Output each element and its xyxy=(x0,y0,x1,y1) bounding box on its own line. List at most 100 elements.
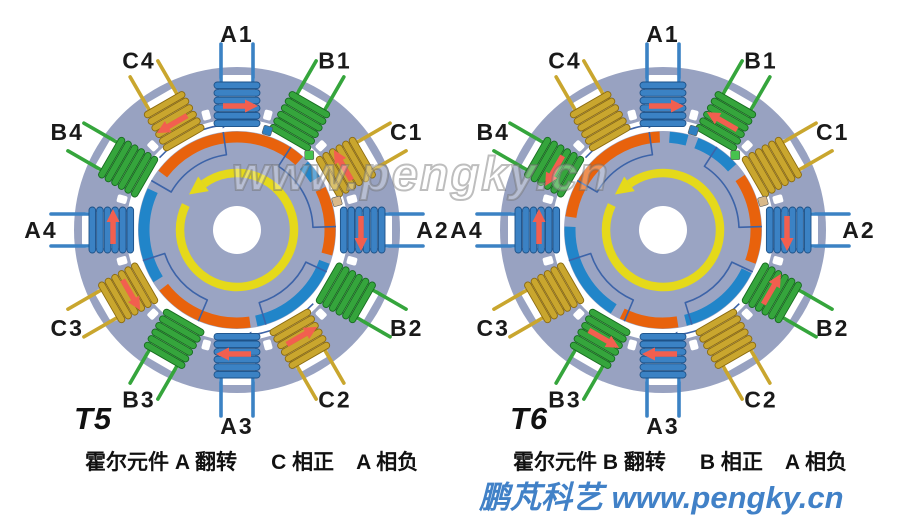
coil-turn-T6-B1 xyxy=(699,117,741,145)
coil-turn-T5-B1 xyxy=(269,123,312,152)
coil-turn-T5-C3 xyxy=(130,262,159,305)
phase-wire-T5-1 xyxy=(277,146,336,229)
coil-turn-T6-C2 xyxy=(710,335,753,363)
coil-lead-T5-C2-0 xyxy=(322,346,346,385)
hall-sensor-blue-T6 xyxy=(687,124,699,137)
hall-sensor-blue-T5 xyxy=(261,124,273,137)
coil-lead-T5-B1-1 xyxy=(322,75,346,114)
coil-turn-T5-B2 xyxy=(335,273,363,316)
coil-lead-T6-C1-0 xyxy=(779,121,818,145)
coil-current-arrowhead-T6-A3 xyxy=(642,347,655,361)
coil-current-arrowhead-T5-C2 xyxy=(302,326,318,340)
coil-turn-T6-C1 xyxy=(774,136,802,179)
coil-lead-T6-B3-1 xyxy=(554,346,578,385)
motor-diagrams-canvas: A1B1C1A2B2C2A3B3C3A4B4C4A1B1C1A2B2C2A3B3… xyxy=(24,21,873,439)
coil-label-T6-B1: B1 xyxy=(744,47,777,73)
coil-lead-T5-C4-1 xyxy=(156,59,180,98)
coil-turn-T6-B3 xyxy=(569,341,612,369)
coil-turn-T5-C4 xyxy=(159,117,201,145)
coil-turn-T5-B2 xyxy=(342,277,370,320)
coil-turn-T6-B4 xyxy=(556,155,585,198)
coil-turn-T5-C1 xyxy=(348,136,376,179)
magnet-blue-T6-2 xyxy=(694,138,737,172)
slot-notch-T5 xyxy=(346,194,358,204)
slot-notch-T6 xyxy=(573,308,585,320)
coil-current-arrowhead-T6-B3 xyxy=(604,335,620,348)
coil-label-T6-B4: B4 xyxy=(477,119,510,145)
coil-turn-T5-C4 xyxy=(143,91,186,119)
rotation-arrowhead-T5 xyxy=(188,176,209,195)
coil-current-arrowhead-T5-C3 xyxy=(127,295,141,311)
rotation-arrow-T5 xyxy=(175,168,299,292)
coil-label-T6-C2: C2 xyxy=(744,387,777,413)
magnet-blue-T6-1 xyxy=(668,131,689,146)
coil-lead-T6-C2-0 xyxy=(748,346,772,385)
coil-turn-T6-A1 xyxy=(639,89,687,97)
coil-label-T5-C3: C3 xyxy=(51,315,84,341)
coil-turn-T6-A3 xyxy=(639,355,687,364)
coil-current-arrow-T6-B1 xyxy=(715,115,739,132)
slot-notch-T5 xyxy=(201,109,211,121)
coil-turn-T5-A1 xyxy=(213,111,261,120)
coil-label-T6-B3: B3 xyxy=(548,387,581,413)
coil-current-arrowhead-T5-A3 xyxy=(216,347,229,361)
coil-turn-T6-C2 xyxy=(706,328,749,356)
coil-lead-T6-B1-1 xyxy=(748,75,772,114)
coil-turn-T6-C4 xyxy=(577,104,620,132)
coil-label-T6-C1: C1 xyxy=(816,119,849,145)
coil-turn-T5-B1 xyxy=(288,91,331,119)
slot-notch-T6 xyxy=(772,194,784,204)
magnet-blue-T5-5 xyxy=(138,188,163,283)
coil-turn-T5-C2 xyxy=(284,335,327,363)
coil-turn-T6-C3 xyxy=(556,262,585,305)
coil-turn-T5-B3 xyxy=(155,321,197,350)
coil-turn-T6-B3 xyxy=(588,308,631,337)
coil-turn-T6-A2 xyxy=(765,206,774,254)
coil-turn-T5-A4 xyxy=(96,206,104,254)
coil-turn-T5-A3 xyxy=(213,355,261,364)
coil-lead-T5-B3-1 xyxy=(128,346,152,385)
coil-turn-T6-B1 xyxy=(714,91,757,119)
coil-current-arrow-T5-C4 xyxy=(165,113,189,130)
coil-label-T5-B1: B1 xyxy=(318,47,351,73)
coil-turn-T6-C2 xyxy=(714,341,757,369)
coil-turn-T5-C2 xyxy=(273,315,315,343)
coil-turn-T6-A2 xyxy=(773,206,782,254)
coil-turn-T5-A1 xyxy=(213,81,261,90)
coil-turn-T5-A1 xyxy=(213,89,261,97)
slot-notch-T6 xyxy=(627,109,637,121)
coil-turn-T5-C1 xyxy=(322,152,350,194)
caption-t6-negative: A 相负 xyxy=(784,451,848,474)
coil-turn-T5-A3 xyxy=(213,363,261,371)
coil-turn-T6-C3 xyxy=(524,281,552,324)
coil-turn-T6-C3 xyxy=(550,266,578,308)
slot-notch-T5 xyxy=(346,256,358,266)
coil-turn-T6-B3 xyxy=(573,335,616,363)
coil-turn-T5-A2 xyxy=(339,206,348,254)
coil-current-arrow-T6-B4 xyxy=(548,154,565,178)
coil-lead-T6-B2-1 xyxy=(779,315,818,339)
magnet-orange-T5-4 xyxy=(159,283,251,329)
coil-current-arrowhead-T5-A2 xyxy=(354,238,368,251)
hall-sensor-green-T6 xyxy=(730,150,741,161)
coil-lead-T5-B4-1 xyxy=(82,121,121,145)
coil-turn-T5-A2 xyxy=(370,206,378,254)
coil-lead-T5-B4-0 xyxy=(66,149,105,173)
slot-notch-T6 xyxy=(573,140,585,152)
caption-t5-hall: 霍尔元件 A 翻转 xyxy=(85,451,238,474)
coil-turn-T5-A2 xyxy=(377,206,386,254)
slot-notch-T5 xyxy=(147,308,159,320)
coil-current-arrow-T5-C1 xyxy=(337,158,354,182)
coil-label-T5-B4: B4 xyxy=(51,119,84,145)
coil-turn-T6-B1 xyxy=(695,123,738,152)
coil-label-T6-A3: A3 xyxy=(646,413,679,439)
slot-notch-T5 xyxy=(263,109,273,121)
coil-current-arrow-T5-C3 xyxy=(120,278,137,302)
coil-label-T5-A3: A3 xyxy=(220,413,253,439)
coil-turn-T5-A4 xyxy=(88,206,97,254)
coil-turn-T5-C4 xyxy=(147,97,190,125)
figure-label-t5: T5 xyxy=(74,401,113,436)
coil-current-arrow-T6-B2 xyxy=(761,282,778,306)
